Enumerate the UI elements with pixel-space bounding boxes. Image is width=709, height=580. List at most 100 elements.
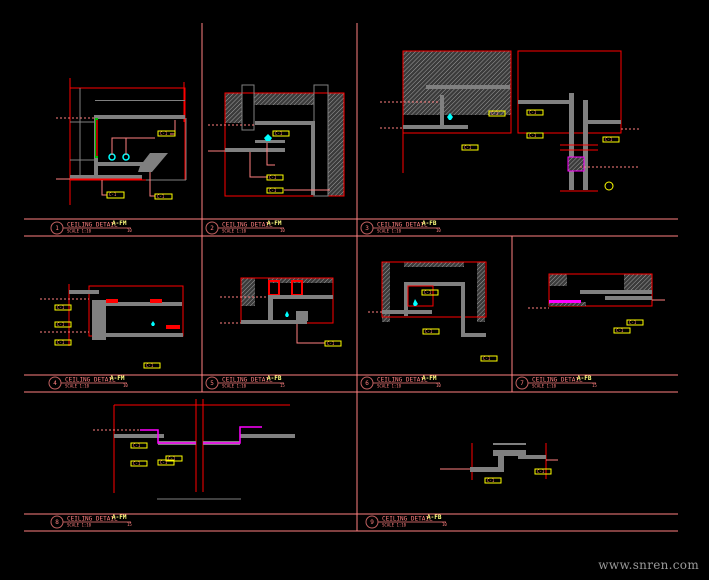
detail-title-text: CEILING DETAIL xyxy=(67,516,118,523)
tag-box xyxy=(106,191,125,199)
detail-scale-tag: A-FB xyxy=(427,514,442,521)
detail-6-drawing: C-1C-1C-1 xyxy=(368,261,498,362)
detail-scale-tag: A-FM xyxy=(112,220,127,227)
annotation-tag-text: C-1 xyxy=(57,340,65,345)
annotation-tag-text: C-1 xyxy=(160,460,168,465)
annotation-tag-text: C-1 xyxy=(160,131,168,136)
detail-title-text: CEILING DETAIL xyxy=(67,222,118,229)
detail-subtitle-text: SCALE 1:10 xyxy=(532,384,557,389)
detail-ratio: 10 xyxy=(436,228,441,233)
detail-number: 4 xyxy=(53,380,57,387)
detail-5-drawing: C-1 xyxy=(220,277,342,347)
annotation-tag-text: C-1 xyxy=(109,192,117,197)
annotation-tag-text: C-1 xyxy=(464,145,472,150)
annotation-tag-text: C-1 xyxy=(168,456,176,461)
tag-box xyxy=(422,328,440,335)
tag-box xyxy=(266,187,284,194)
tag-box xyxy=(272,130,290,137)
annotation-tag-text: C-1 xyxy=(146,363,154,368)
detail-number: 2 xyxy=(210,225,214,232)
detail-number: 8 xyxy=(55,519,59,526)
detail-ratio: 10 xyxy=(280,228,285,233)
detail-subtitle-text: SCALE 1:10 xyxy=(65,384,90,389)
tag-box xyxy=(130,460,148,467)
detail-title-text: CEILING DETAIL xyxy=(382,516,433,523)
annotation-tag-text: C-1 xyxy=(275,131,283,136)
tag-box xyxy=(526,132,544,139)
tag-box xyxy=(461,144,479,151)
detail-title-text: CEILING DETAIL xyxy=(222,222,273,229)
annotation-tag-text: C-1 xyxy=(269,175,277,180)
detail-scale-tag: A-FB xyxy=(422,220,437,227)
detail-number: 3 xyxy=(365,225,369,232)
tag-box xyxy=(613,327,631,334)
detail-scale-tag: A-FB xyxy=(267,375,282,382)
detail-4-drawing: C-1C-1C-1C-1 xyxy=(40,284,184,369)
detail-ratio: 15 xyxy=(592,383,597,388)
detail-number: 5 xyxy=(210,380,214,387)
detail-scale-tag: A-FM xyxy=(112,514,127,521)
detail-8-drawing: C-1C-1C-1C-1 xyxy=(93,399,295,500)
tag-box xyxy=(534,468,552,475)
detail-9-drawing: C-1C-1 xyxy=(440,443,558,484)
tag-box xyxy=(602,136,620,143)
annotation-tag-text: C-1 xyxy=(605,137,613,142)
detail-number: 1 xyxy=(55,225,59,232)
tag-box xyxy=(143,362,161,369)
annotation-tag-text: C-1 xyxy=(529,133,537,138)
detail-ratio: 15 xyxy=(127,522,132,527)
detail-ratio: 10 xyxy=(436,383,441,388)
detail-scale-tag: A-FM xyxy=(110,375,125,382)
tag-box xyxy=(157,130,176,137)
tag-box xyxy=(266,174,284,181)
detail-ratio: 15 xyxy=(280,383,285,388)
detail-title-text: CEILING DETAIL xyxy=(532,377,583,384)
annotation-tag-text: C-1 xyxy=(133,443,141,448)
annotation-tag-text: C-1 xyxy=(424,290,432,295)
detail-ratio: 10 xyxy=(123,383,128,388)
tag-box xyxy=(526,109,544,116)
detail-number: 6 xyxy=(365,380,369,387)
tag-box xyxy=(130,442,148,449)
detail-subtitle-text: SCALE 1:10 xyxy=(377,384,402,389)
detail-title-text: CEILING DETAIL xyxy=(377,377,428,384)
detail-title-text: CEILING DETAIL xyxy=(65,377,116,384)
detail-scale-tag: A-FB xyxy=(577,375,592,382)
detail-ratio: 10 xyxy=(127,228,132,233)
detail-scale-tag: A-FM xyxy=(267,220,282,227)
annotation-tag-text: C-1 xyxy=(483,356,491,361)
annotation-tag-text: C-1 xyxy=(133,461,141,466)
tag-box xyxy=(54,321,72,328)
detail-number: 9 xyxy=(370,519,374,526)
tag-box xyxy=(54,339,72,346)
annotation-tag-text: C-1 xyxy=(57,322,65,327)
detail-number: 7 xyxy=(520,380,524,387)
annotation-tag-text: C-1 xyxy=(425,329,433,334)
tag-box xyxy=(480,355,498,362)
annotation-tag-text: C-1 xyxy=(629,320,637,325)
annotation-tag-text: C-1 xyxy=(269,188,277,193)
detail-subtitle-text: SCALE 1:10 xyxy=(67,523,92,528)
detail-2-drawing: C-1C-1C-1 xyxy=(208,84,345,197)
tag-box xyxy=(54,304,72,311)
tag-box xyxy=(154,193,173,200)
tag-box xyxy=(324,340,342,347)
tag-box xyxy=(157,459,175,466)
watermark: www.snren.com xyxy=(598,558,699,572)
annotation-tag-text: C-1 xyxy=(57,305,65,310)
tag-box xyxy=(488,110,506,117)
detail-scale-tag: A-FM xyxy=(422,375,437,382)
detail-ratio: 10 xyxy=(442,522,447,527)
detail-subtitle-text: SCALE 1:10 xyxy=(222,229,247,234)
annotation-tag-text: C-1 xyxy=(529,110,537,115)
detail-subtitle-text: SCALE 1:10 xyxy=(222,384,247,389)
